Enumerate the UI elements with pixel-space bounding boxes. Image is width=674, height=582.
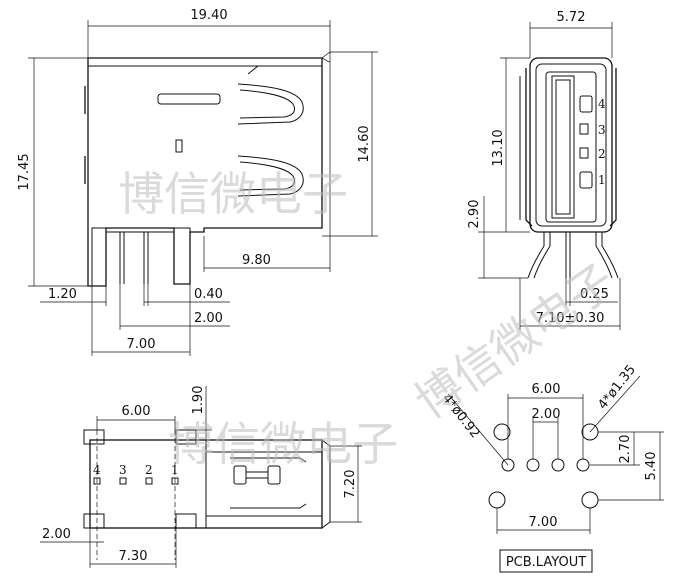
front-view: 4 3 2 1 5.72 13.10 2.90 0.25 7.10 [467, 10, 621, 330]
dim-side-pin-span: 7.00 [127, 337, 156, 352]
front-contact-1 [579, 171, 593, 189]
front-leg-left-b [533, 232, 551, 279]
dim-top-pin-span: 6.00 [122, 404, 151, 419]
dim-pcb-span-large: 7.00 [529, 515, 558, 530]
dim-pcb-height: 5.40 [644, 452, 659, 481]
side-leg-right [173, 227, 191, 285]
top-tab-tl [83, 429, 105, 445]
dim-top-depth: 7.20 [343, 470, 358, 499]
dim-side-pin-width: 0.40 [194, 287, 223, 302]
side-spring-lower [237, 155, 304, 197]
pcb-hole-small-3 [526, 458, 540, 472]
dim-front-pin-thickness: 0.25 [580, 287, 609, 302]
front-pin-label-4: 4 [598, 97, 606, 111]
dim-side-height-total: 17.45 [17, 153, 32, 190]
dim-side-pin-pitch: 2.00 [194, 311, 223, 326]
top-pin-label-2: 2 [145, 463, 153, 477]
side-small-window [175, 139, 183, 153]
dim-pcb-pitch: 2.00 [532, 407, 561, 422]
side-view: 19.40 17.45 14.60 9.80 1.20 0.40 2.00 [17, 8, 378, 356]
front-leg-left [527, 232, 545, 279]
top-tab-bl [83, 513, 105, 529]
watermark-upper: 博信微电子 [118, 167, 348, 221]
dim-side-width: 19.40 [190, 8, 227, 23]
top-tab-br [175, 513, 197, 529]
side-top-tab [247, 65, 322, 75]
dim-side-pin-offset: 9.80 [242, 253, 271, 268]
front-leg-right [595, 232, 613, 279]
top-pin-3 [119, 477, 127, 485]
side-rear-edge [321, 51, 331, 237]
top-latch-1 [233, 465, 247, 485]
side-slot [157, 93, 221, 105]
front-left-flange [525, 68, 533, 227]
front-tongue [551, 75, 575, 219]
side-spring-lower-inner [239, 161, 295, 191]
front-pin-label-1: 1 [598, 173, 606, 187]
dim-pcb-span-small: 6.00 [532, 382, 561, 397]
leader-small-hole [447, 393, 509, 466]
front-outer-shell [529, 57, 613, 233]
front-inner-shell [535, 63, 607, 227]
dim-top-length: 7.30 [119, 549, 148, 564]
dim-side-height-body: 14.60 [357, 125, 372, 162]
pcb-hole-small-1 [576, 458, 590, 472]
dim-top-edge-offset: 2.00 [42, 527, 71, 542]
front-right-flange [609, 68, 617, 227]
front-contact-4 [579, 95, 593, 113]
pcb-hole-large-br [581, 491, 599, 509]
top-pin-label-3: 3 [119, 463, 127, 477]
pcb-hole-large-tl [493, 423, 511, 441]
front-tongue-inner [555, 79, 571, 215]
dim-top-offset: 1.90 [191, 386, 206, 415]
top-latch-link [246, 471, 268, 479]
front-pin-label-2: 2 [598, 147, 606, 161]
dim-pcb-large-hole: 4*ø1.35 [595, 363, 639, 413]
top-spring-lower [230, 503, 307, 509]
top-pin-2 [145, 477, 153, 485]
pcb-label: PCB.LAYOUT [506, 555, 586, 570]
top-spring-upper [230, 457, 307, 463]
front-leg-right-b [601, 232, 619, 279]
front-cavity [545, 71, 597, 223]
watermark-lower: 博信微电子 [168, 417, 398, 471]
top-tab-tr [175, 429, 197, 445]
dim-pcb-row-gap: 2.70 [618, 435, 633, 464]
front-contact-3 [579, 123, 589, 135]
pcb-hole-large-bl [488, 491, 506, 509]
pcb-hole-small-2 [551, 458, 565, 472]
dim-front-width: 5.72 [557, 10, 586, 25]
dim-front-base-height: 2.90 [467, 200, 482, 229]
front-pin-label-3: 3 [598, 123, 606, 137]
pcb-label-box [499, 549, 593, 573]
top-view: 4 3 2 1 6.00 1.90 7.20 2.00 7.30 [40, 386, 362, 568]
front-contact-2 [579, 147, 589, 159]
side-leg-left [91, 227, 107, 287]
leader-large-hole [589, 375, 641, 433]
dim-side-pitch-left: 1.20 [48, 287, 77, 302]
watermark-diagonal: 博信微电子 [405, 253, 624, 429]
side-spring-upper [237, 83, 304, 125]
top-rear-edge [321, 439, 331, 529]
top-latch-2 [267, 465, 281, 485]
dim-front-overall-width: 7.10±0.30 [536, 311, 605, 326]
side-rear-curve [321, 57, 331, 63]
side-spring-upper-inner [239, 89, 295, 119]
dim-front-height: 13.10 [491, 129, 506, 166]
